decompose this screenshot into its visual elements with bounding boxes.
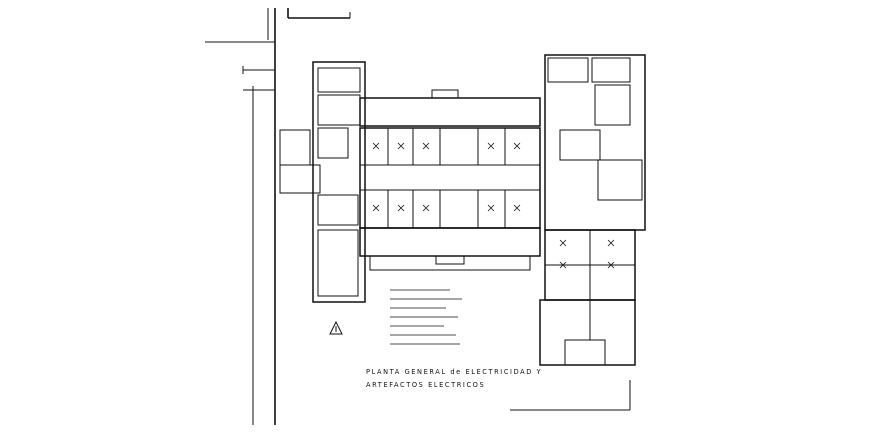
drawing-title-block: PLANTA GENERAL de ELECTRICIDAD Y ARTEFAC…: [366, 366, 566, 392]
drawing-title-line-1: PLANTA GENERAL de ELECTRICIDAD Y: [366, 368, 543, 376]
north-arrow-icon: [329, 320, 343, 335]
drawing-title-line-2: ARTEFACTOS ELECTRICOS: [366, 381, 486, 389]
electrical-legend: [390, 289, 462, 345]
east-wing: [539, 54, 646, 366]
west-wing: [279, 61, 366, 303]
light-fixtures: [372, 142, 615, 269]
site-boundary: [205, 8, 631, 425]
central-block: [359, 89, 541, 271]
